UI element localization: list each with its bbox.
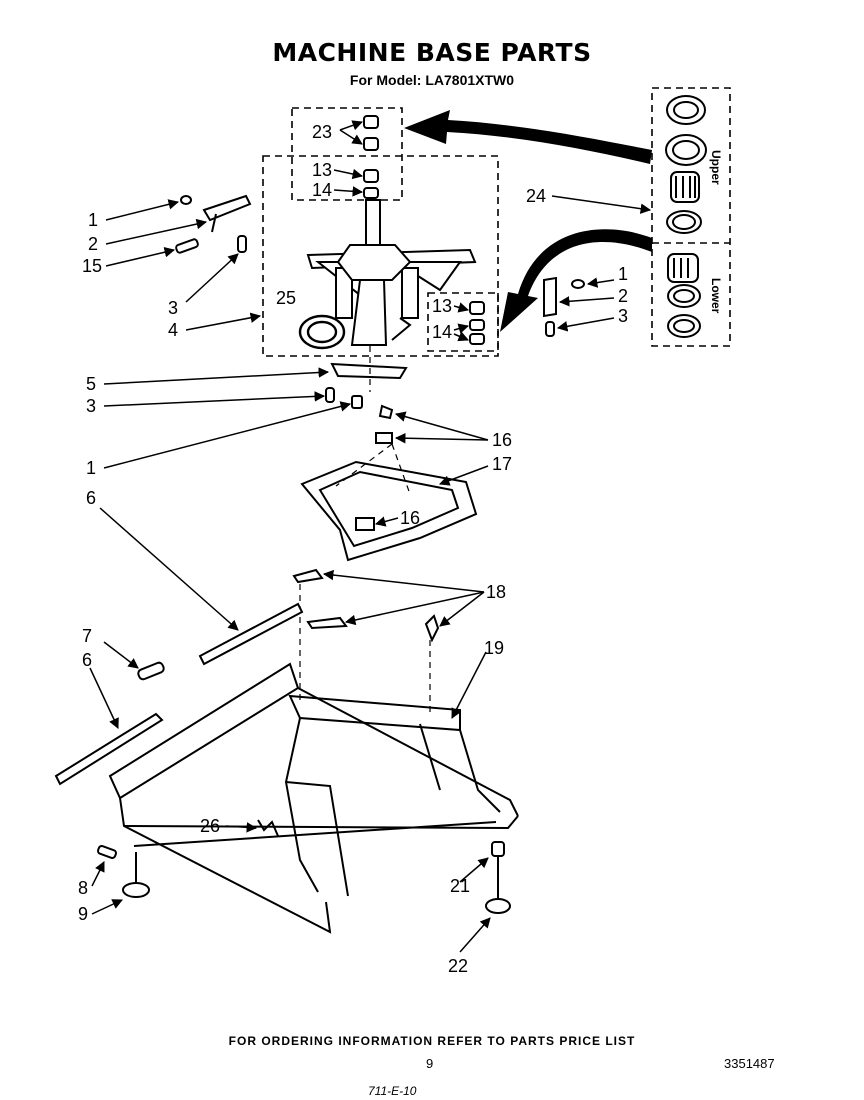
glide-pads xyxy=(292,568,440,643)
callout-23: 23 xyxy=(312,122,332,142)
callout-24: 24 xyxy=(526,186,546,206)
right-bracket-parts xyxy=(543,276,585,337)
callout-4: 4 xyxy=(168,320,178,340)
callout-3: 3 xyxy=(86,396,96,416)
bearing-kit-parts xyxy=(665,95,707,338)
callout-17: 17 xyxy=(492,454,512,474)
transmission-group-box xyxy=(262,155,499,357)
leader-lines xyxy=(89,120,652,953)
callout-1: 1 xyxy=(86,458,96,478)
alignment-lines xyxy=(299,346,431,712)
callout-26: 26 xyxy=(200,816,220,836)
left-bracket-parts xyxy=(175,194,252,254)
lower-kit-label: Lower xyxy=(709,278,723,314)
top-frame xyxy=(300,404,478,562)
document-number: 3351487 xyxy=(724,1056,775,1071)
snubber-parts xyxy=(325,362,408,409)
model-subtitle: For Model: LA7801XTW0 xyxy=(349,72,515,88)
bearing-group-box xyxy=(291,107,403,201)
callout-9: 9 xyxy=(78,904,88,924)
callout-14: 14 xyxy=(312,180,332,200)
callout-18: 18 xyxy=(486,582,506,602)
lower-kit-arrow xyxy=(500,229,652,332)
callout-numbers: 23 13 14 1 2 15 3 4 25 13 14 1 2 3 24 5 … xyxy=(78,122,628,976)
callout-3: 3 xyxy=(168,298,178,318)
callout-8: 8 xyxy=(78,878,88,898)
rail-clip xyxy=(137,661,165,681)
page-number: 9 xyxy=(426,1056,434,1071)
callout-16: 16 xyxy=(400,508,420,528)
callout-7: 7 xyxy=(82,626,92,646)
callout-3: 3 xyxy=(618,306,628,326)
transmission-assembly xyxy=(306,199,477,346)
side-rails xyxy=(54,602,304,786)
callout-21: 21 xyxy=(450,876,470,896)
callout-14: 14 xyxy=(432,322,452,342)
page-title: MACHINE BASE PARTS xyxy=(272,38,592,67)
callout-2: 2 xyxy=(88,234,98,254)
shaft-bearing-parts xyxy=(363,115,485,345)
upper-kit-arrow xyxy=(404,110,652,164)
callout-15: 15 xyxy=(82,256,102,276)
side-bearing-box xyxy=(427,292,499,352)
bearing-kit-box xyxy=(651,87,731,347)
callout-1: 1 xyxy=(88,210,98,230)
spring xyxy=(257,819,279,837)
callout-6: 6 xyxy=(86,488,96,508)
date-note: 711-E-10 xyxy=(368,1084,417,1098)
callout-13: 13 xyxy=(312,160,332,180)
callout-6: 6 xyxy=(82,650,92,670)
callout-25: 25 xyxy=(276,288,296,308)
callout-2: 2 xyxy=(618,286,628,306)
callout-13: 13 xyxy=(432,296,452,316)
callout-19: 19 xyxy=(484,638,504,658)
dashed-group-boxes xyxy=(262,87,731,357)
callout-16: 16 xyxy=(492,430,512,450)
callout-22: 22 xyxy=(448,956,468,976)
leveling-legs xyxy=(97,841,511,914)
seal-ring xyxy=(298,314,346,350)
ordering-note: FOR ORDERING INFORMATION REFER TO PARTS … xyxy=(228,1034,636,1048)
callout-5: 5 xyxy=(86,374,96,394)
upper-kit-label: Upper xyxy=(709,150,723,185)
callout-1: 1 xyxy=(618,264,628,284)
